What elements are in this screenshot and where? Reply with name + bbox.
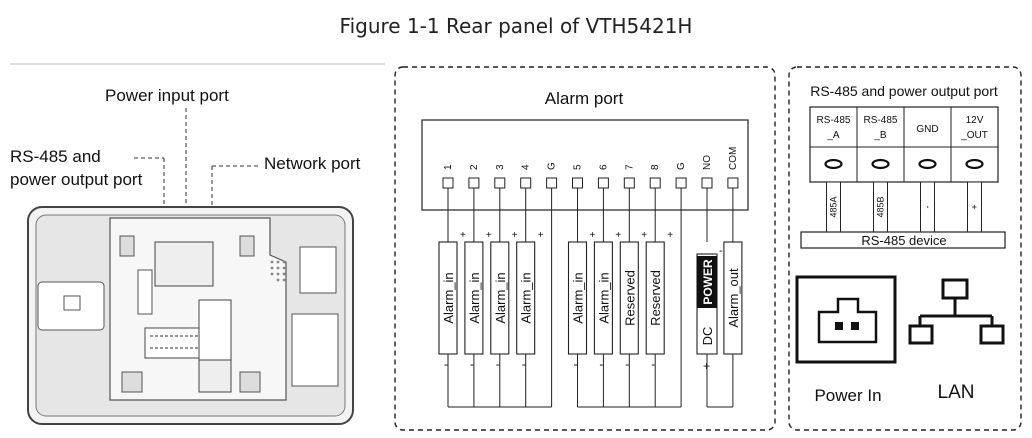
terminal-block (144, 327, 204, 359)
terminal-label-line1: GND (916, 124, 938, 135)
minus-sign: - (599, 357, 603, 371)
minus-sign: - (574, 357, 578, 371)
plus-sign: + (615, 230, 621, 241)
alarm-device-label: Reserved (622, 270, 637, 326)
pin-label: 8 (650, 164, 661, 170)
pin-label: 7 (624, 164, 635, 170)
plus-sign: + (486, 230, 492, 241)
pin-terminal (442, 177, 454, 189)
pin-terminal (727, 177, 739, 189)
wire-label: + (970, 204, 980, 209)
speaker-grille (270, 260, 286, 282)
pin-label: 4 (521, 164, 532, 170)
pin-label: 3 (495, 164, 506, 170)
rs485-power-panel: RS-485 and power output port RS-485 _A 485… (788, 66, 1022, 431)
pin-label: G (676, 162, 687, 170)
alarm-out-label: Alarm_out (726, 268, 741, 328)
pin-label: NO (702, 155, 713, 170)
pin-terminal (701, 177, 713, 189)
terminal-label-line2: _A (826, 130, 840, 141)
minus-sign: - (496, 357, 500, 371)
plus-sign: + (512, 230, 518, 241)
rs485-port-label-line1: RS-485 and (10, 147, 101, 166)
power-label: POWER (701, 259, 715, 305)
minus-sign: - (470, 357, 474, 371)
pin-terminal (649, 177, 661, 189)
pin-label: 2 (469, 164, 480, 170)
right-window (291, 313, 339, 387)
alarm-terminal-strip (421, 119, 749, 211)
pin-terminal (597, 177, 609, 189)
clip (119, 235, 135, 257)
terminal-screw (871, 158, 890, 170)
rs485-power-title: RS-485 and power output port (810, 83, 998, 99)
pin-label: 5 (573, 164, 584, 170)
network-jack (198, 299, 232, 361)
wire-label: - (923, 206, 933, 209)
left-tab-icon (63, 295, 81, 311)
figure-title: Figure 1-1 Rear panel of VTH5421H (339, 14, 693, 38)
terminal-screw (918, 158, 937, 170)
pin-terminal (520, 177, 532, 189)
terminal-screw (824, 158, 843, 170)
terminal-pins (150, 335, 198, 349)
right-window (299, 246, 337, 294)
terminal-label-line2: _OUT (960, 130, 988, 141)
network-port-label: Network port (264, 154, 361, 173)
plus-sign: + (641, 230, 647, 241)
wire-label: 485A (829, 196, 839, 217)
lan-label: LAN (938, 382, 975, 403)
pin-label: G (547, 162, 558, 170)
rs485-port-label-line2: power output port (10, 170, 143, 189)
plus-sign: + (667, 230, 673, 241)
plus-sign: + (538, 230, 544, 241)
power-in-icon (795, 275, 897, 364)
power-label-bg (697, 256, 717, 308)
terminal-screw (965, 158, 984, 170)
alarm-device-label: Alarm_in (441, 272, 456, 323)
plus-sign: + (460, 230, 466, 241)
alarm-panel-border (394, 66, 776, 431)
pin-terminal (468, 177, 480, 189)
terminal-label-line1: RS-485 (817, 115, 851, 126)
device-rear-view (10, 63, 385, 425)
rs485-device-box (800, 231, 1006, 249)
wire-label: 485B (876, 196, 886, 217)
terminal-label-line1: 12V (966, 115, 984, 126)
dc-label: DC (700, 327, 715, 346)
pin-terminal (546, 177, 558, 189)
alarm-device-label: Reserved (648, 270, 663, 326)
terminal-label-line1: RS-485 (864, 115, 898, 126)
alarm-device-label: Alarm_in (493, 272, 508, 323)
power-input-port-label: Power input port (105, 86, 229, 105)
minus-sign: - (651, 357, 655, 371)
pin-label: 6 (598, 164, 609, 170)
rs485-device-label: RS-485 device (861, 233, 946, 248)
minus-sign: - (625, 357, 629, 371)
pin-label: COM (728, 147, 739, 170)
pin-terminal (623, 177, 635, 189)
pin-label: 1 (443, 164, 454, 170)
minus-sign: - (719, 245, 723, 257)
side-bar (137, 269, 153, 315)
pin-terminal (572, 177, 583, 189)
pin-terminal (494, 177, 506, 189)
clip (239, 235, 255, 257)
pin-terminal (675, 177, 687, 189)
port-block (154, 241, 214, 287)
power-in-label: Power In (814, 386, 881, 405)
plus-sign: + (590, 230, 596, 241)
alarm-device-label: Alarm_in (596, 272, 611, 323)
alarm-device-label: Alarm_in (467, 272, 482, 323)
alarm-device-label: Alarm_in (519, 272, 534, 323)
terminal-label-line2: _B (873, 130, 887, 141)
alarm-device-label: Alarm_in (571, 272, 586, 323)
minus-sign: - (522, 357, 526, 371)
right-panel-border (788, 66, 1022, 431)
minus-sign: - (444, 357, 448, 371)
alarm-port-title: Alarm port (545, 89, 624, 108)
lan-icon (908, 278, 1005, 345)
